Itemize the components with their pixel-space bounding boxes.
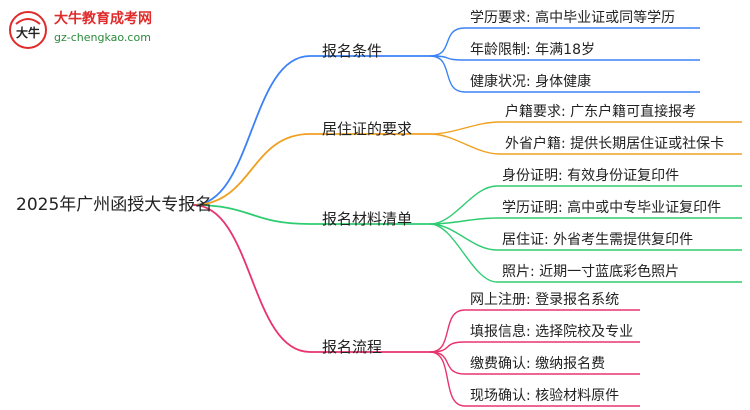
branch-label-process: 报名流程 xyxy=(322,338,383,356)
connector-branch-2-leaf-2 xyxy=(429,133,742,155)
connector-branch-1-leaf-2 xyxy=(429,55,700,61)
leaf-materials-2: 学历证明: 高中或中专毕业证复印件 xyxy=(502,200,722,216)
logo-url: gz-chengkao.com xyxy=(54,31,151,44)
logo-title: 大牛教育成考网 xyxy=(54,11,152,27)
connector-root-branch-1 xyxy=(192,55,430,206)
branch-label-residence: 居住证的要求 xyxy=(322,120,413,138)
connector-branch-4-leaf-4 xyxy=(429,351,640,407)
leaf-materials-4: 照片: 近期一寸蓝底彩色照片 xyxy=(502,264,680,280)
connector-root-branch-2 xyxy=(192,133,430,206)
connector-branch-3-leaf-2 xyxy=(429,217,742,225)
connector-branch-3-leaf-4 xyxy=(429,223,742,283)
leaf-materials-1: 身份证明: 有效身份证复印件 xyxy=(502,168,680,184)
connector-branch-4-leaf-3 xyxy=(429,351,640,375)
leaf-process-4: 现场确认: 核验材料原件 xyxy=(470,388,620,404)
connector-branch-4-leaf-2 xyxy=(429,341,640,353)
logo-mark-icon: 大牛 xyxy=(9,11,47,49)
connector-branch-3-leaf-3 xyxy=(429,223,742,251)
leaf-conditions-1: 学历要求: 高中毕业证或同等学历 xyxy=(470,10,676,26)
connector-branch-1-leaf-1 xyxy=(429,27,700,57)
connector-root-branch-4 xyxy=(192,204,430,353)
connector-branch-1-leaf-3 xyxy=(429,55,700,93)
leaf-process-2: 填报信息: 选择院校及专业 xyxy=(470,324,634,340)
connector-root-branch-3 xyxy=(192,204,430,225)
connector-branch-3-leaf-1 xyxy=(429,185,742,225)
logo-mark-text: 大牛 xyxy=(16,25,40,40)
connector-branch-2-leaf-1 xyxy=(429,121,742,135)
leaf-conditions-3: 健康状况: 身体健康 xyxy=(470,74,592,90)
leaf-residence-1: 户籍要求: 广东户籍可直接报考 xyxy=(505,104,697,120)
root-node: 2025年广州函授大专报名 xyxy=(16,195,213,215)
leaf-materials-3: 居住证: 外省考生需提供复印件 xyxy=(502,232,694,248)
leaf-conditions-2: 年龄限制: 年满18岁 xyxy=(470,42,595,58)
branch-label-conditions: 报名条件 xyxy=(322,42,383,60)
leaf-process-3: 缴费确认: 缴纳报名费 xyxy=(470,356,606,372)
connector-branch-4-leaf-1 xyxy=(429,309,640,353)
leaf-process-1: 网上注册: 登录报名系统 xyxy=(470,292,620,308)
leaf-residence-2: 外省户籍: 提供长期居住证或社保卡 xyxy=(505,136,725,152)
branch-label-materials: 报名材料清单 xyxy=(322,210,413,228)
site-logo: 大牛 大牛教育成考网 gz-chengkao.com xyxy=(8,8,178,52)
